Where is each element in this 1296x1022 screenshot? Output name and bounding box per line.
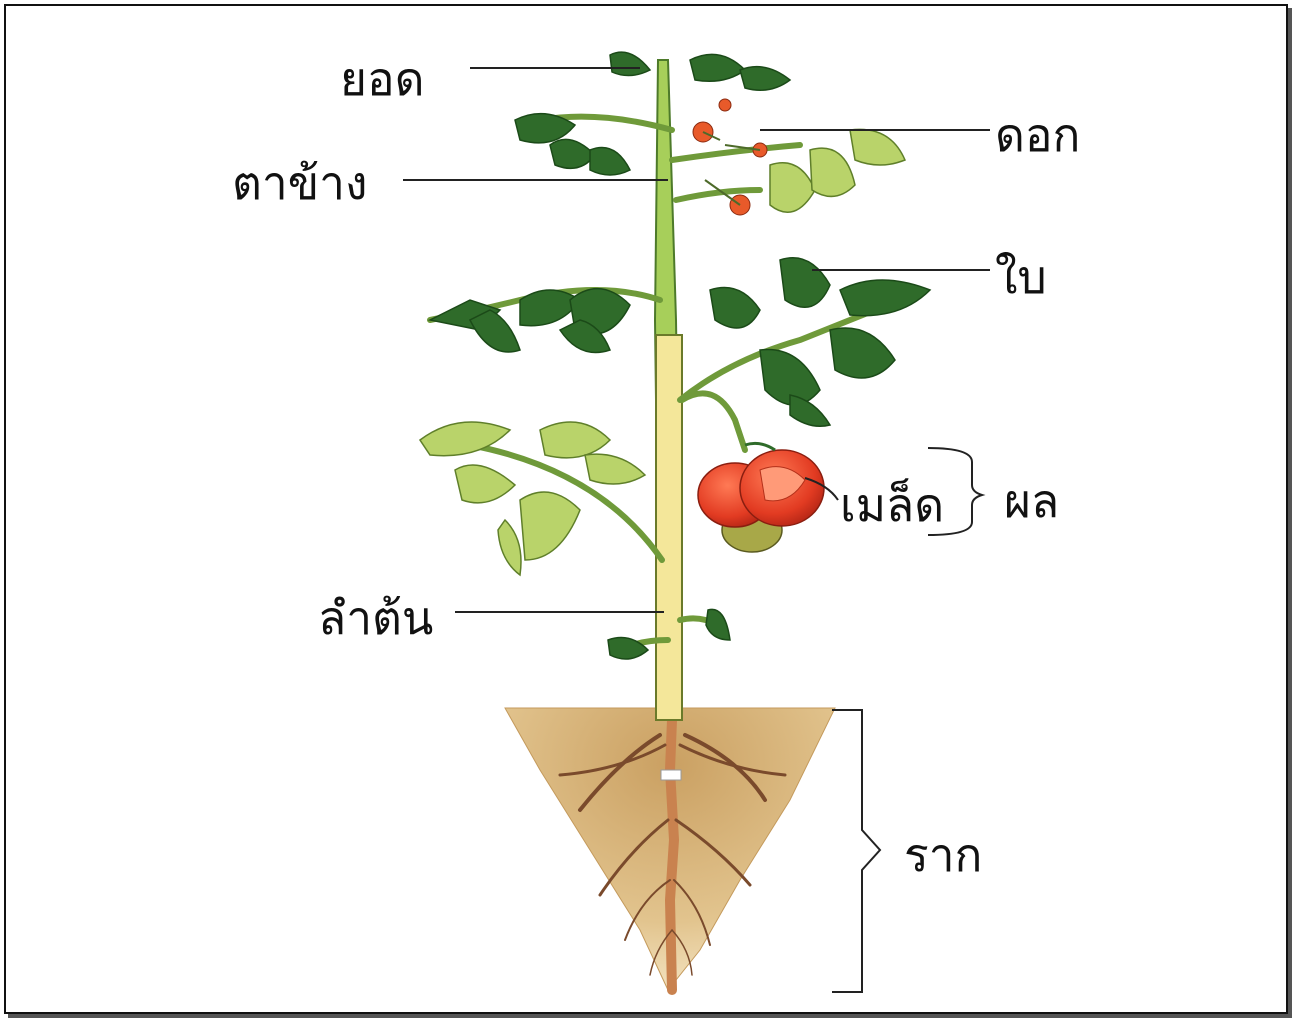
label-axillary-bud: ตาข้าง	[232, 160, 367, 206]
label-root: ราก	[904, 832, 982, 878]
label-leaf: ใบ	[995, 254, 1047, 300]
label-shoot: ยอด	[340, 56, 424, 102]
tomato-fruit	[698, 443, 824, 552]
label-flower: ดอก	[995, 112, 1080, 158]
label-seed: เมล็ด	[840, 482, 944, 528]
label-stem: ลำต้น	[318, 595, 433, 641]
main-stem	[655, 60, 682, 780]
label-fruit: ผล	[1004, 478, 1059, 524]
